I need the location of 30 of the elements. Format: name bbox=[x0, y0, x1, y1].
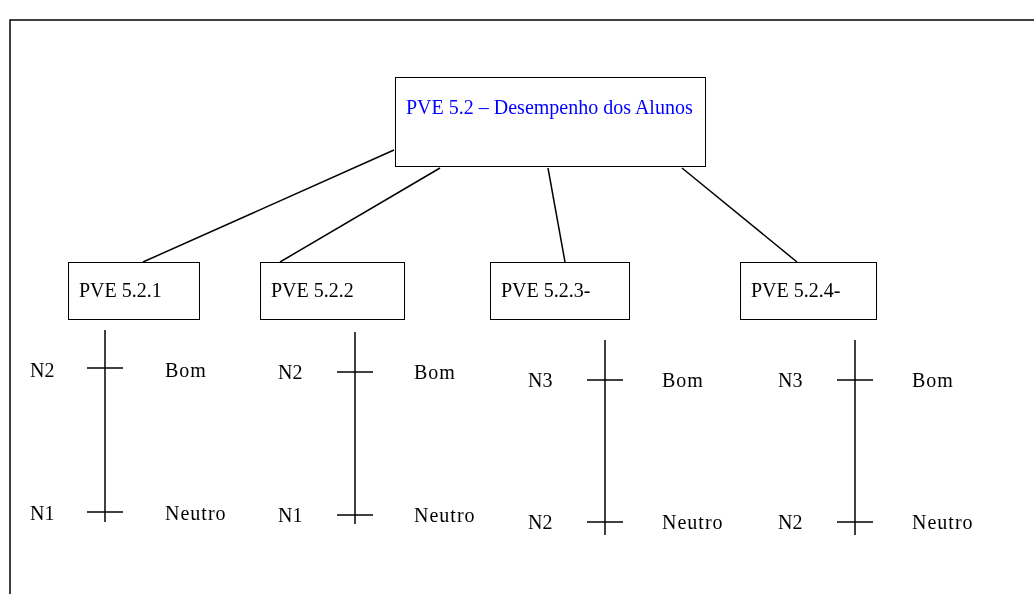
rating-label: Neutro bbox=[414, 504, 476, 526]
level-label: N1 bbox=[278, 504, 303, 526]
connector-line bbox=[681, 167, 798, 263]
rating-label: Neutro bbox=[912, 511, 974, 533]
box-title: PVE 5.2.2 bbox=[271, 278, 355, 303]
connector-line bbox=[547, 167, 566, 263]
level-label: N3 bbox=[528, 369, 553, 391]
level-label: N2 bbox=[30, 359, 55, 381]
connector-line bbox=[279, 167, 441, 263]
box-title: PVE 5.2.1 bbox=[79, 278, 163, 303]
rating-label: Bom bbox=[165, 359, 207, 381]
rating-label: Bom bbox=[912, 369, 954, 391]
process-box bbox=[68, 262, 200, 320]
box-title: PVE 5.2.3- bbox=[501, 278, 592, 303]
process-box bbox=[740, 262, 877, 320]
level-label: N3 bbox=[778, 369, 803, 391]
level-label: N1 bbox=[30, 502, 55, 524]
rating-label: Bom bbox=[662, 369, 704, 391]
level-label: N2 bbox=[778, 511, 803, 533]
level-label: N2 bbox=[278, 361, 303, 383]
box-title: PVE 5.2 – Desempenho dos Alunos bbox=[406, 95, 694, 121]
process-box bbox=[490, 262, 630, 320]
rating-label: Bom bbox=[414, 361, 456, 383]
level-label: N2 bbox=[528, 511, 553, 533]
process-box bbox=[260, 262, 405, 320]
process-box bbox=[395, 77, 706, 167]
rating-label: Neutro bbox=[165, 502, 227, 524]
box-title: PVE 5.2.4- bbox=[751, 278, 842, 303]
rating-label: Neutro bbox=[662, 511, 724, 533]
connector-line bbox=[142, 149, 395, 263]
